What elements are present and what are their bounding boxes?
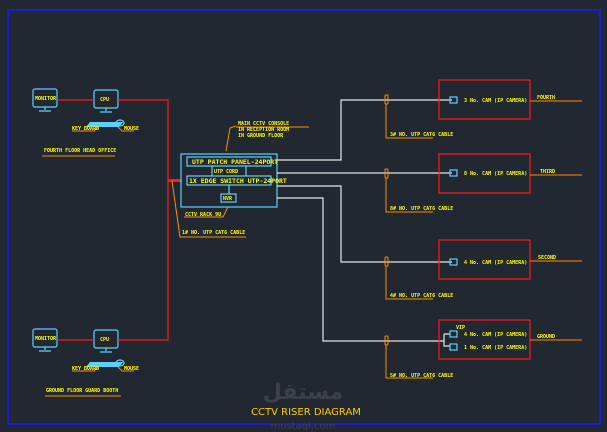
floor-zone <box>438 319 531 360</box>
cable-label: 3# NO. UTP CAT6 CABLE <box>390 132 453 138</box>
floor-label: THIRD <box>540 169 555 175</box>
ip-camera-icon <box>449 330 458 338</box>
cctv-rack <box>180 153 278 208</box>
keyboard-label: KEY BOARD <box>72 366 99 372</box>
ip-camera-icon <box>449 96 458 104</box>
diagram-title: CCTV RISER DIAGRAM <box>251 407 361 418</box>
floor-third: 8# NO. UTP CAT6 CABLE 8 No. CAM (IP CAME… <box>384 153 582 213</box>
mouse-icon <box>115 359 125 367</box>
patch-panel <box>186 156 272 167</box>
riser-line-second <box>277 185 452 263</box>
nvr <box>220 193 237 203</box>
floor-second: 4# NO. UTP CAT6 CABLE 4 No. CAM (IP CAME… <box>384 239 582 300</box>
monitor-label: MONITOR <box>35 96 57 102</box>
console-note: MAIN CCTV CONSOLE <box>238 121 289 127</box>
patch-panel-label: UTP PATCH PANEL-24PORT <box>192 158 278 166</box>
console-note: IN RECEPTION ROOM <box>238 127 289 133</box>
switch-label: 1X EDGE SWITCH UTP-24PORT <box>189 177 287 185</box>
floor-label: FOURTH <box>537 95 555 101</box>
floor-zone <box>438 239 531 280</box>
monitor-label: CPU <box>100 337 109 343</box>
cable-label: 5# NO. UTP CAT6 CABLE <box>390 373 453 379</box>
camera-label: 1 No. CAM (IP CAMERA) <box>464 345 527 351</box>
ip-camera-icon <box>449 258 458 266</box>
riser-line-fourth <box>277 99 452 161</box>
watermark-logo: مستقل <box>263 380 343 405</box>
floor-label: GROUND <box>537 334 555 340</box>
station-caption: GROUND FLOOR GUARD BOOTH <box>46 388 118 394</box>
camera-label: 3 No. CAM (IP CAMERA) <box>464 98 527 104</box>
floor-ground: 5# NO. UTP CAT6 CABLE VIP 4 No. CAM (IP … <box>384 319 582 379</box>
keyboard-icon <box>86 122 123 127</box>
camera-label: 8 No. CAM (IP CAMERA) <box>464 171 527 177</box>
main-console: MAIN CCTV CONSOLE IN RECEPTION ROOM IN G… <box>171 121 309 238</box>
utp-cord-label: UTP CORD <box>214 169 238 175</box>
mouse-icon <box>115 119 125 127</box>
console-cable-label: 1# NO. UTP CAT6 CABLE <box>182 230 245 236</box>
monitor-cable <box>57 99 182 341</box>
console-note: IN GROUND FLOOR <box>238 133 284 139</box>
riser-line-ground <box>277 197 444 342</box>
camera-label: 4 No. CAM (IP CAMERA) <box>464 260 527 266</box>
monitor-label: MONITOR <box>35 336 57 342</box>
cable-label: 8# NO. UTP CAT6 CABLE <box>390 206 453 212</box>
mouse-label: MOUSE <box>124 126 139 132</box>
keyboard-icon <box>86 362 123 367</box>
station-caption: FOURTH FLOOR HEAD OFFICE <box>44 148 116 154</box>
floor-zone <box>438 79 531 120</box>
watermark-text: mostaql.com <box>271 421 336 432</box>
drawing-frame <box>7 9 601 425</box>
mouse-label: MOUSE <box>124 366 139 372</box>
vip-label: VIP <box>456 325 465 331</box>
keyboard-label: KEY BOARD <box>72 126 99 132</box>
floor-zone <box>438 153 531 194</box>
workstation-ground-floor: MONITOR CPU KEY BOARD MOUSE GROUND FLOOR… <box>32 328 139 397</box>
rack-label: CCTV RACK 9U <box>185 212 221 218</box>
ip-camera-icon <box>449 343 458 351</box>
monitor-label: CPU <box>100 97 109 103</box>
floor-fourth: 3# NO. UTP CAT6 CABLE 3 No. CAM (IP CAME… <box>384 79 582 139</box>
workstation-fourth-floor: MONITOR CPU KEY BOARD MOUSE FOURTH FLOOR… <box>32 88 139 157</box>
cable-label: 4# NO. UTP CAT6 CABLE <box>390 293 453 299</box>
floor-label: SECOND <box>538 255 556 261</box>
camera-label: 4 No. CAM (IP CAMERA) <box>464 332 527 338</box>
nvr-label: NVR <box>223 196 233 202</box>
ip-camera-icon <box>449 169 458 177</box>
